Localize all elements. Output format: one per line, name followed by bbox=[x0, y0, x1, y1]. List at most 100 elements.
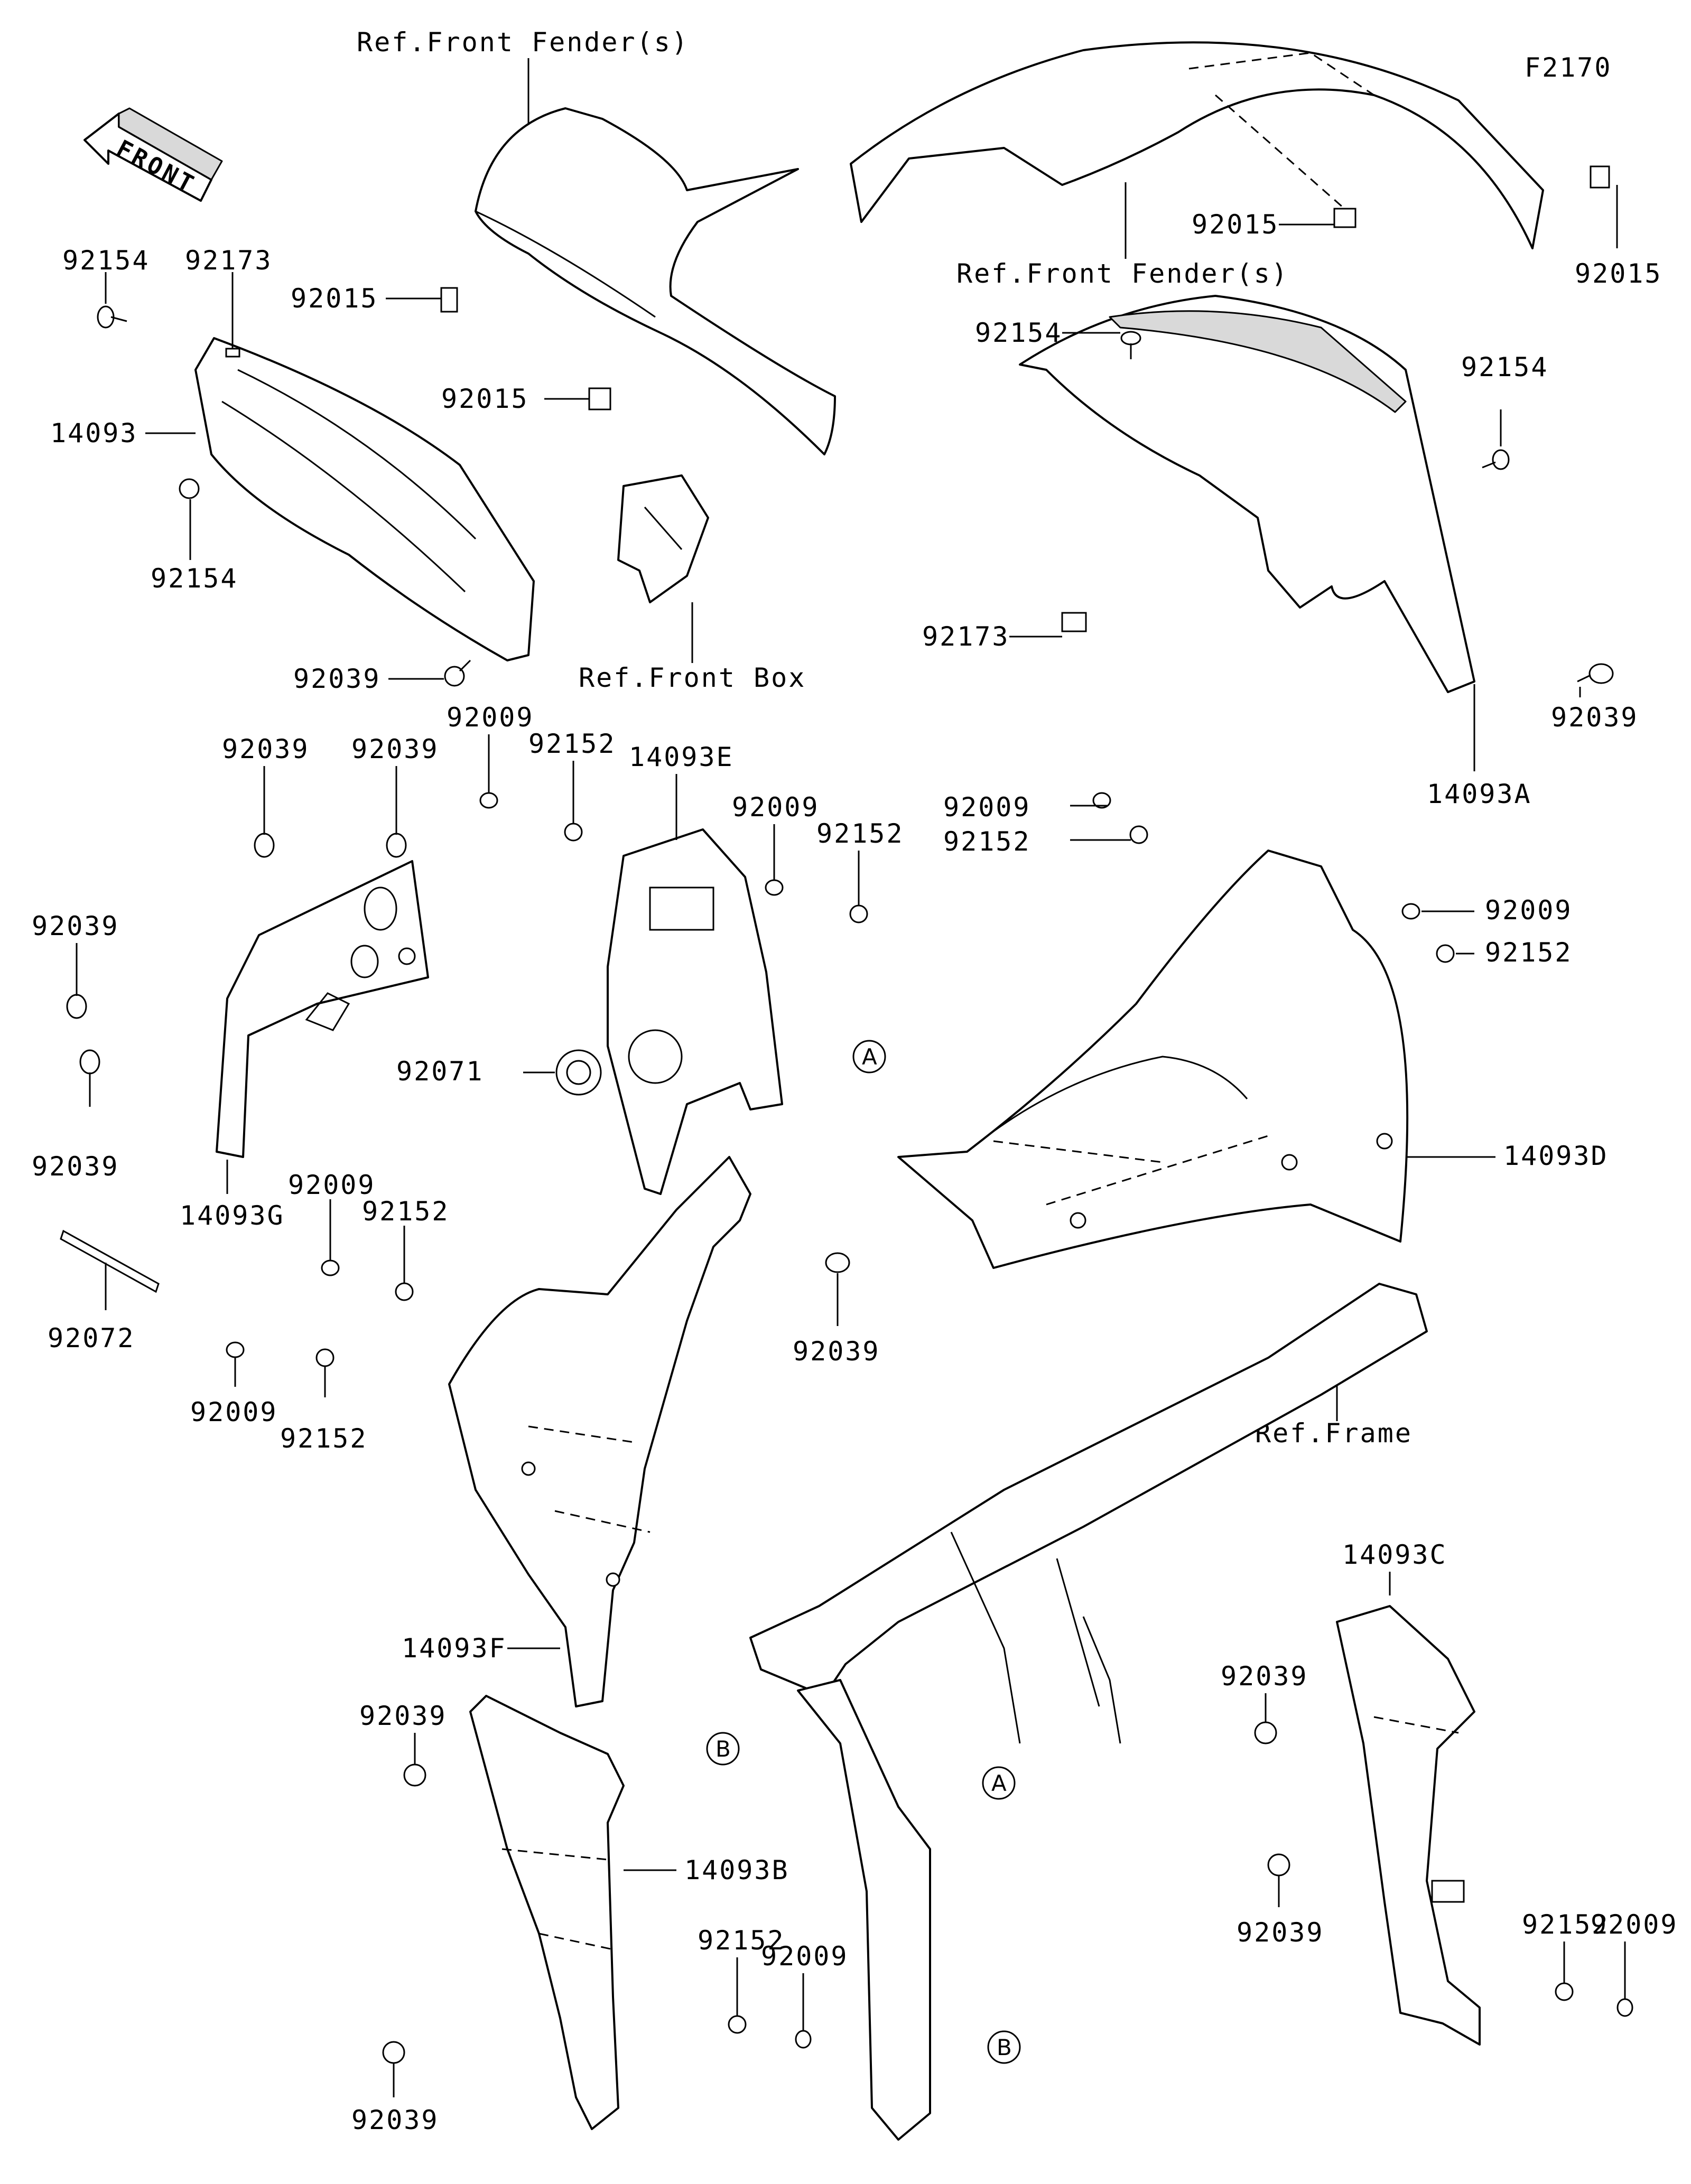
grommet-icon bbox=[179, 478, 200, 499]
part-number: 92015 bbox=[441, 384, 529, 414]
panel-14093c-outline bbox=[1336, 1605, 1481, 2046]
clip-icon bbox=[1061, 612, 1087, 632]
part-number: 14093E bbox=[629, 742, 734, 772]
hardware-symbols bbox=[60, 165, 1633, 2064]
part-number: 14093 bbox=[50, 418, 138, 449]
ref-front-box: Ref.Front Box bbox=[579, 662, 806, 693]
washer-icon bbox=[564, 823, 583, 842]
part-number: 92152 bbox=[1485, 937, 1573, 968]
svg-text:A: A bbox=[862, 1044, 877, 1070]
part-number: 92152 bbox=[698, 1925, 785, 1956]
part-number: 92152 bbox=[816, 818, 904, 849]
screw-icon bbox=[97, 305, 127, 329]
frame-outline bbox=[749, 1283, 1428, 2141]
part-number: 92152 bbox=[280, 1423, 368, 1454]
clip-nut-icon bbox=[588, 387, 611, 410]
screw-icon bbox=[1616, 1998, 1633, 2017]
part-number: 92173 bbox=[185, 245, 273, 276]
washer-icon bbox=[1436, 944, 1455, 963]
part-number: 92072 bbox=[48, 1323, 135, 1354]
front-box-outline bbox=[617, 474, 709, 603]
cable-tie-icon bbox=[60, 1229, 160, 1293]
part-number: 92015 bbox=[1192, 209, 1279, 240]
screw-icon bbox=[765, 879, 784, 896]
part-number: 92154 bbox=[151, 563, 238, 594]
washer-icon bbox=[728, 2015, 747, 2034]
part-number: 92039 bbox=[293, 664, 381, 694]
part-number: 92152 bbox=[362, 1196, 450, 1227]
part-number: 92152 bbox=[943, 826, 1031, 857]
part-number: 14093G bbox=[180, 1200, 285, 1231]
screw-icon bbox=[226, 1341, 245, 1358]
part-number-labels: 92154 92173 92015 92015 14093 92154 9203… bbox=[32, 209, 1678, 2135]
right-panel-14093a-outline bbox=[1019, 295, 1475, 693]
rivet-icon bbox=[254, 833, 275, 858]
part-number: 92009 bbox=[732, 792, 820, 823]
screw-icon bbox=[1120, 331, 1141, 359]
callout-a-lower: A bbox=[982, 1766, 1016, 1800]
grommet-icon bbox=[555, 1049, 602, 1096]
part-number: 92015 bbox=[291, 283, 378, 314]
washer-icon bbox=[315, 1348, 335, 1367]
screw-icon bbox=[795, 2030, 812, 2049]
figure-code: F2170 bbox=[1525, 52, 1612, 83]
screw-icon bbox=[1092, 792, 1111, 809]
front-arrow-icon: FRONT bbox=[83, 107, 223, 202]
panel-14093f-outline bbox=[448, 1156, 751, 1707]
washer-icon bbox=[1555, 1982, 1574, 2001]
front-fender-right-outline bbox=[850, 41, 1544, 249]
part-number: 92152 bbox=[528, 729, 616, 759]
svg-text:A: A bbox=[991, 1770, 1007, 1796]
panel-14093b-outline bbox=[469, 1695, 625, 2130]
part-number: 92152 bbox=[1522, 1909, 1610, 1940]
part-number: 92009 bbox=[288, 1170, 376, 1200]
part-number: 92009 bbox=[447, 702, 534, 733]
part-number: 92009 bbox=[943, 792, 1031, 823]
clip-nut-icon bbox=[1590, 165, 1610, 189]
part-number: 92039 bbox=[222, 734, 310, 764]
panel-14093e-outline bbox=[607, 828, 783, 1195]
callout-b-upper: B bbox=[706, 1732, 740, 1766]
part-number: 92039 bbox=[32, 1151, 119, 1182]
part-number: 14093A bbox=[1427, 779, 1532, 809]
ref-frame: Ref.Frame bbox=[1255, 1418, 1413, 1449]
leader-lines bbox=[76, 185, 1626, 2097]
part-number: 14093C bbox=[1342, 1539, 1447, 1570]
screw-icon bbox=[1482, 449, 1510, 470]
rivet-icon bbox=[386, 833, 407, 858]
ref-front-fender-left: Ref.Front Fender(s) bbox=[357, 27, 689, 58]
part-number: 14093D bbox=[1503, 1141, 1609, 1171]
part-number: 14093F bbox=[402, 1633, 507, 1664]
part-number: 14093B bbox=[684, 1855, 789, 1886]
part-number: 92009 bbox=[1485, 895, 1573, 926]
ref-front-fender-right: Ref.Front Fender(s) bbox=[956, 258, 1289, 289]
part-number: 92009 bbox=[761, 1941, 849, 1972]
clip-icon bbox=[225, 348, 240, 358]
part-number: 92039 bbox=[1551, 702, 1639, 733]
part-number: 92039 bbox=[793, 1336, 880, 1367]
clip-nut-icon bbox=[1333, 208, 1356, 228]
rivet-icon bbox=[382, 2041, 405, 2064]
rivet-icon bbox=[1577, 663, 1614, 684]
part-number: 92039 bbox=[359, 1701, 447, 1731]
washer-icon bbox=[395, 1282, 414, 1301]
part-number: 92173 bbox=[922, 621, 1010, 652]
part-number: 92009 bbox=[190, 1397, 278, 1427]
rivet-icon bbox=[66, 994, 87, 1019]
washer-icon bbox=[1129, 825, 1148, 844]
clip-nut-icon bbox=[440, 287, 458, 313]
part-number: 92039 bbox=[1221, 1661, 1308, 1692]
rivet-icon bbox=[1254, 1721, 1277, 1744]
part-number: 92039 bbox=[1237, 1917, 1324, 1948]
rivet-icon bbox=[444, 659, 471, 687]
part-number: 92039 bbox=[32, 911, 119, 941]
part-number: 92154 bbox=[62, 245, 150, 276]
panel-14093g-outline bbox=[216, 860, 429, 1158]
part-number: 92009 bbox=[1591, 1909, 1678, 1940]
part-number: 92039 bbox=[351, 734, 439, 764]
rivet-icon bbox=[1267, 1853, 1290, 1877]
panel-14093d-outline bbox=[897, 850, 1409, 1269]
part-number: 92154 bbox=[975, 318, 1063, 348]
screw-icon bbox=[1401, 903, 1420, 920]
